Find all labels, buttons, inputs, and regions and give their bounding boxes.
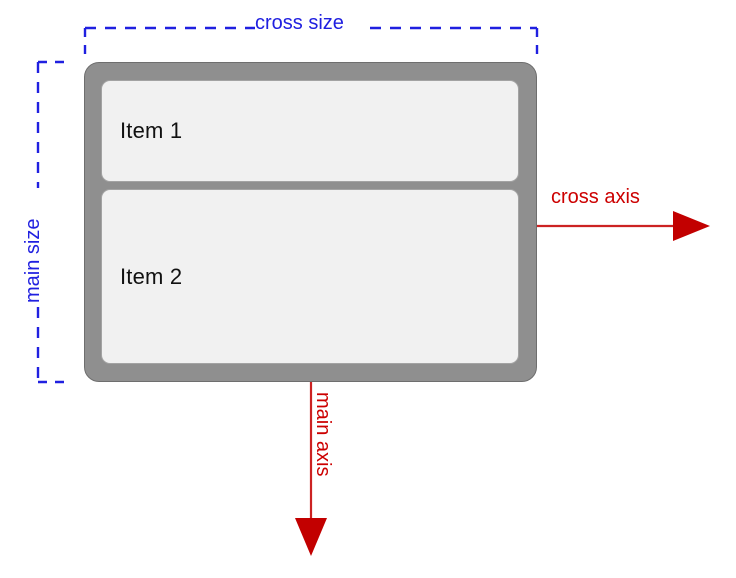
flex-item-1: Item 1	[101, 80, 519, 182]
flex-item-2-label: Item 2	[120, 263, 183, 289]
flex-item-1-label: Item 1	[120, 118, 183, 143]
cross-size-bracket	[83, 26, 539, 55]
main-size-label: main size	[22, 218, 44, 303]
flex-item-2: Item 2	[101, 189, 519, 364]
main-size-bracket	[36, 60, 69, 384]
main-axis-label: main axis	[312, 392, 334, 477]
main-axis-arrowhead-icon	[295, 518, 327, 556]
flex-container: Item 1 Item 2	[84, 62, 537, 382]
cross-size-label: cross size	[255, 12, 344, 34]
cross-axis-label: cross axis	[551, 186, 640, 208]
cross-axis-arrowhead-icon	[673, 211, 710, 241]
